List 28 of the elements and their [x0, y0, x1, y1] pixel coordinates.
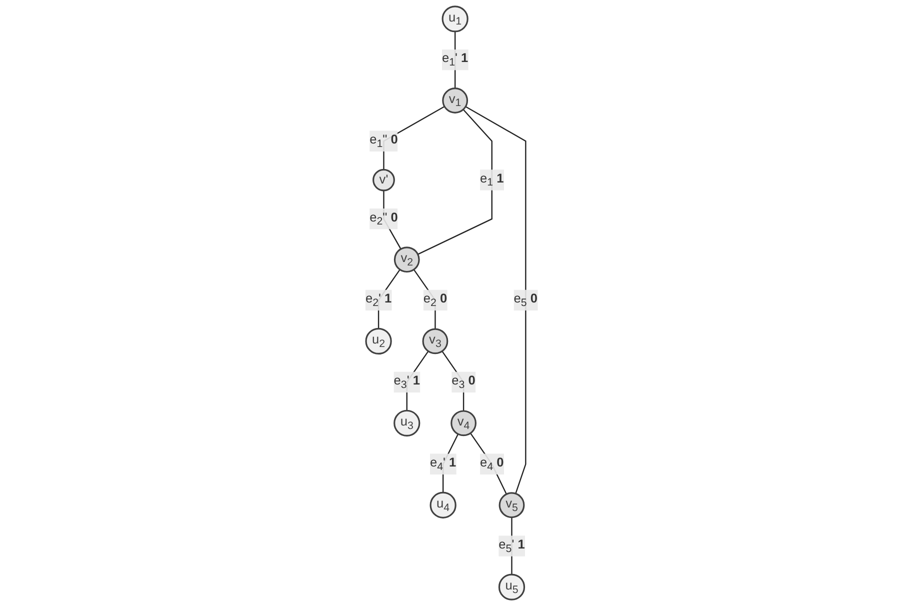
node-circle: v$_{5}$: [498, 492, 525, 518]
edge-label: e$_{1}$' 1: [442, 52, 468, 68]
connector: [465, 106, 526, 494]
edge-label: e$_{3}$' 1: [394, 374, 420, 390]
edge-label: e$_{3}$ 0: [452, 374, 476, 390]
node-circle: v$_{1}$: [442, 88, 468, 114]
node-circle: u$_{4}$: [430, 492, 456, 518]
node-circle: v': [372, 168, 395, 192]
edge-label: e$_{1}$" 0: [370, 133, 398, 150]
connector: [413, 269, 436, 330]
connector: [418, 109, 492, 255]
node-circle: u$_{1}$: [442, 6, 468, 32]
edge-label: e$_{2}$' 1: [365, 292, 392, 308]
node-circle: v$_{2}$: [394, 246, 420, 273]
edge-label: e$_{2}$ 0: [423, 292, 448, 308]
node-circle: u$_{3}$: [394, 410, 420, 436]
edge-label: e$_{2}$" 0: [370, 210, 398, 228]
edge-label: e$_{4}$' 1: [430, 456, 456, 472]
edge-label: e$_{1}$ 1: [480, 172, 504, 188]
edge-label: e$_{5}$' 1: [498, 538, 525, 554]
edge-label: e$_{5}$ 0: [514, 292, 538, 308]
edge-label: e$_{4}$ 0: [480, 456, 504, 472]
node-circle: u$_{5}$: [498, 574, 526, 600]
node-circle: v$_{4}$: [450, 410, 476, 436]
node-circle: u$_{2}$: [365, 328, 392, 355]
node-circle: v$_{3}$: [422, 328, 448, 354]
connector: [470, 432, 507, 494]
connector: [442, 350, 464, 411]
